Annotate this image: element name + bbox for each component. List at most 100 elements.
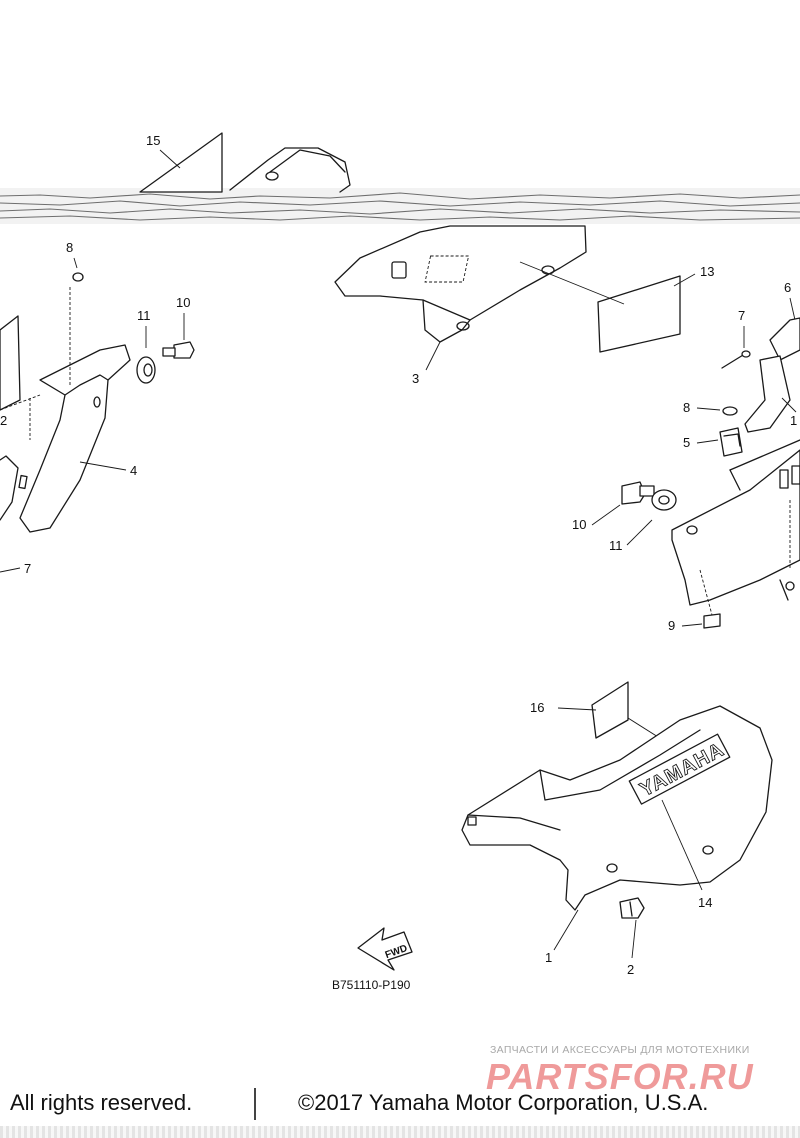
part-3-grommet xyxy=(391,261,407,279)
part-13-label: 13 xyxy=(519,261,714,353)
callout-left-7: 7 xyxy=(24,561,31,576)
leader-6 xyxy=(789,297,796,321)
grommet-11-left xyxy=(136,356,156,384)
grommet-11-left-inner xyxy=(143,363,153,377)
scan-bottom-strip xyxy=(0,1126,800,1138)
callout-13: 13 xyxy=(700,264,714,279)
right-bracket-body xyxy=(671,449,800,606)
leader-1-cover xyxy=(553,909,579,951)
callout-10-right: 10 xyxy=(572,517,586,532)
left-fasteners: 8 11 10 xyxy=(66,240,195,386)
part-4-dashed-2 xyxy=(0,394,41,411)
part-3-fold-line xyxy=(422,299,471,321)
leader-8-right xyxy=(696,407,721,411)
dashed-line-9 xyxy=(699,569,713,616)
bolt-10-right-shank xyxy=(639,485,655,497)
rivet-right-lower xyxy=(779,579,789,601)
fwd-arrow-shape xyxy=(357,927,413,971)
callout-16: 16 xyxy=(530,700,544,715)
right-bracket-hole xyxy=(686,525,698,535)
right-bracket-slot-2 xyxy=(791,465,800,485)
leader-2-screw xyxy=(631,919,637,959)
lower-cover-assembly: 16 YAMAHA 14 1 2 xyxy=(461,681,773,977)
callout-4: 4 xyxy=(130,463,137,478)
part-3-body xyxy=(334,225,587,343)
right-bracket-edge xyxy=(729,469,741,491)
part-1-tab xyxy=(467,816,477,826)
part-4-fold xyxy=(64,374,109,396)
part-1-lower-edge xyxy=(467,814,561,831)
watermark-site-logo: PARTSFOR.RU xyxy=(486,1056,754,1097)
footer-rights: All rights reserved. xyxy=(10,1090,193,1115)
grommet-11-right-inner xyxy=(658,495,670,505)
leader-5 xyxy=(696,439,719,444)
part-16-label xyxy=(591,681,629,739)
footer-divider xyxy=(254,1088,256,1120)
bolt-10-left-shank xyxy=(162,347,176,357)
footer-copyright: ©2017 Yamaha Motor Corporation, U.S.A. xyxy=(298,1090,709,1115)
part-4-body xyxy=(19,344,131,533)
bolt-10-right-head xyxy=(621,481,646,505)
right-bracket-assembly: 10 11 9 xyxy=(572,439,800,633)
washer-8-right xyxy=(722,406,738,416)
leader-left-7 xyxy=(0,567,21,573)
callout-6: 6 xyxy=(784,280,791,295)
pin-7-right-head xyxy=(741,350,751,358)
screw-2-slot xyxy=(629,901,633,917)
part-left-lower xyxy=(0,455,19,521)
leader-11-right xyxy=(626,519,653,546)
drawing-code: B751110-P190 xyxy=(332,978,411,992)
part-3-mount-hole xyxy=(456,321,470,331)
part-1-mount-hole-2 xyxy=(702,845,714,855)
part-3-mount-hole-2 xyxy=(541,265,555,275)
callout-5: 5 xyxy=(683,435,690,450)
washer-8-left xyxy=(72,272,84,282)
leader-13-a xyxy=(519,261,625,305)
bolt-10-left-head xyxy=(173,341,195,359)
leader-9 xyxy=(681,623,703,627)
part-15-bracket-outline xyxy=(229,147,351,193)
leader-10-right xyxy=(591,504,621,526)
part-4-hole xyxy=(93,396,101,408)
part-14-decal-border xyxy=(628,733,731,805)
callout-11-right: 11 xyxy=(609,538,623,553)
part-left-cover-edge xyxy=(0,315,21,411)
part-4-left-bracket: 4 2 7 xyxy=(0,315,137,576)
callout-7-right: 7 xyxy=(738,308,745,323)
part-6-clip xyxy=(769,317,800,361)
part-5-clip xyxy=(719,427,743,457)
callout-11-top: 11 xyxy=(137,308,151,323)
part-15-assembly: 15 xyxy=(139,132,351,193)
leader-4 xyxy=(79,461,127,471)
part-3-side-panel: 3 xyxy=(334,225,587,386)
screw-2-head xyxy=(619,897,645,919)
rivet-right-lower-head xyxy=(785,581,795,591)
part-1-inner-ridge xyxy=(539,729,701,801)
leader-8-left xyxy=(73,257,78,269)
part-left-rivet xyxy=(18,474,28,490)
part-5-clip-inner xyxy=(723,433,741,447)
leader-16 xyxy=(557,707,597,711)
leader-15 xyxy=(159,149,181,169)
callout-1-right: 1 xyxy=(790,413,797,428)
leader-1-right xyxy=(781,397,797,413)
part-15-hole xyxy=(265,171,279,181)
grommet-11-right xyxy=(651,489,677,511)
callout-10-top: 10 xyxy=(176,295,190,310)
part-13-sheet xyxy=(597,275,681,353)
callout-8-left: 8 xyxy=(66,240,73,255)
fwd-arrow: FWD xyxy=(357,927,413,971)
callout-14: 14 xyxy=(698,895,712,910)
part-1-strap xyxy=(744,355,791,433)
nut-9 xyxy=(703,613,721,629)
callout-3: 3 xyxy=(412,371,419,386)
part-1-mount-hole xyxy=(606,863,618,873)
right-bracket-slot-1 xyxy=(779,469,789,489)
callout-2-screw: 2 xyxy=(627,962,634,977)
leader-14 xyxy=(661,799,703,891)
right-bracket-top xyxy=(729,439,800,471)
part-15-label-sheet xyxy=(139,132,223,193)
callout-9: 9 xyxy=(668,618,675,633)
leader-3 xyxy=(425,341,441,371)
